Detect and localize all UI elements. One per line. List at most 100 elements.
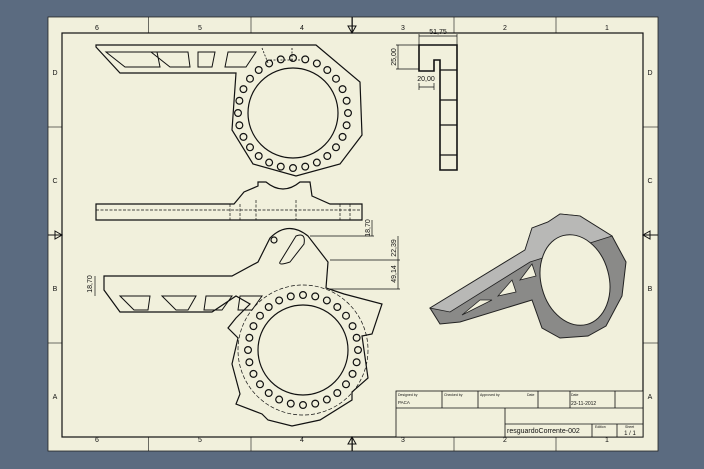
mounting-hole — [244, 346, 253, 355]
mounting-hole — [265, 59, 274, 68]
sheet-number: 1 / 1 — [624, 431, 636, 437]
mounting-hole — [255, 311, 264, 320]
mounting-hole — [311, 399, 320, 408]
approved-by-label: Approved by — [480, 393, 500, 397]
mounting-hole — [344, 108, 353, 117]
dim-side-height: 25,00 — [391, 48, 398, 66]
approval-date-label: Date — [527, 393, 534, 397]
mounting-hole — [332, 74, 341, 83]
title-block — [395, 390, 644, 438]
center-arrow-right — [641, 230, 658, 240]
mounting-hole — [275, 395, 284, 404]
isometric-view — [428, 213, 627, 339]
mounting-hole — [338, 85, 347, 94]
dim-side-width: 51,75 — [429, 29, 447, 36]
zone-column-label: 3 — [401, 437, 405, 444]
dim-front-thickness: 18,70 — [365, 219, 372, 237]
zone-column-label: 2 — [503, 437, 507, 444]
mounting-hole — [312, 158, 321, 167]
date-value: 23-11-2012 — [571, 401, 596, 407]
zone-column-label: 4 — [300, 25, 304, 32]
designed-by-label: Designed by — [398, 393, 418, 397]
mounting-hole — [245, 333, 254, 342]
zone-column-label: 5 — [198, 437, 202, 444]
mounting-hole — [234, 108, 243, 117]
zone-row-label: D — [647, 70, 652, 77]
mounting-hole — [342, 311, 351, 320]
mounting-hole — [239, 132, 248, 141]
mounting-hole — [322, 395, 331, 404]
center-arrow-left — [48, 230, 64, 240]
mounting-hole — [255, 380, 264, 389]
mounting-hole — [264, 302, 273, 311]
mounting-hole — [286, 292, 295, 301]
mounting-hole — [276, 55, 285, 64]
mounting-hole — [235, 121, 244, 130]
mounting-hole — [286, 399, 295, 408]
mounting-hole — [249, 322, 258, 331]
front-view — [95, 181, 363, 221]
mounting-hole — [323, 152, 332, 161]
bottom-view — [103, 227, 383, 427]
checked-by-label: Checked by — [444, 393, 463, 397]
dim-bottom-arm: 18,70 — [87, 275, 94, 293]
center-arrow-top — [347, 17, 357, 35]
centering-marks — [48, 17, 658, 451]
sheet-label: Sheet — [625, 425, 634, 429]
mounting-hole — [254, 152, 263, 161]
mounting-hole — [289, 53, 298, 62]
mounting-hole — [311, 292, 320, 301]
zone-row-label: B — [648, 286, 653, 293]
mounting-hole — [276, 162, 285, 171]
mounting-hole — [348, 369, 357, 378]
mounting-hole — [322, 296, 331, 305]
mounting-hole — [301, 162, 310, 171]
dim-side-inner: 20,00 — [417, 76, 435, 83]
drawing-name: resguardoCorrente-002 — [507, 428, 580, 435]
mounting-hole — [289, 164, 298, 173]
dimension-lines — [94, 34, 458, 296]
zone-column-label: 1 — [605, 25, 609, 32]
dim-bottom-slot: 22,39 — [391, 239, 398, 257]
mounting-hole — [312, 59, 321, 68]
zone-row-label: C — [647, 178, 652, 185]
mounting-hole — [333, 302, 342, 311]
mounting-hole — [342, 96, 351, 105]
mounting-hole — [245, 74, 254, 83]
zone-column-label: 1 — [605, 437, 609, 444]
mounting-hole — [299, 401, 308, 410]
dim-bottom-offset: 49,14 — [391, 265, 398, 283]
mounting-hole — [245, 358, 254, 367]
mounting-hole — [352, 358, 361, 367]
mounting-hole — [275, 296, 284, 305]
zone-row-label: A — [53, 394, 58, 401]
zone-row-label: C — [52, 178, 57, 185]
zone-column-label: 6 — [95, 437, 99, 444]
mounting-hole — [342, 121, 351, 130]
top-view — [95, 44, 363, 177]
center-arrow-bottom — [347, 435, 357, 451]
mounting-hole — [332, 143, 341, 152]
side-view — [418, 44, 458, 171]
zone-column-label: 2 — [503, 25, 507, 32]
mounting-hole — [264, 389, 273, 398]
mounting-hole — [245, 143, 254, 152]
mounting-hole — [342, 380, 351, 389]
mounting-hole — [348, 322, 357, 331]
zone-column-label: 6 — [95, 25, 99, 32]
mounting-hole — [323, 65, 332, 74]
zone-column-label: 4 — [300, 437, 304, 444]
date-label: Date — [571, 393, 578, 397]
mounting-hole — [354, 346, 363, 355]
zone-column-label: 3 — [401, 25, 405, 32]
designed-by-value: PACA — [398, 400, 410, 405]
mounting-hole — [254, 65, 263, 74]
mounting-hole — [265, 158, 274, 167]
edition-label: Edition — [595, 425, 606, 429]
zone-row-label: D — [52, 70, 57, 77]
mounting-hole — [249, 369, 258, 378]
zone-row-label: A — [648, 394, 653, 401]
mounting-hole — [333, 389, 342, 398]
zone-row-label: B — [53, 286, 58, 293]
